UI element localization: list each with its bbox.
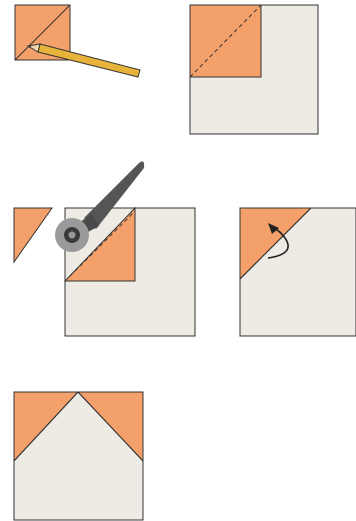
seam-line-step-4 xyxy=(239,207,312,280)
orange-triangle-on-square xyxy=(63,206,136,282)
pencil-lead xyxy=(28,46,31,48)
dashed-stitch-line xyxy=(189,4,262,78)
rotary-cutter-icon xyxy=(55,161,145,252)
right-seam-line xyxy=(77,391,144,462)
step-5-finished-block xyxy=(13,391,144,521)
fold-arrow-curve xyxy=(267,227,289,259)
diagonal-drawn-line xyxy=(14,4,71,61)
curved-arrow-icon xyxy=(267,223,289,259)
step-3-trim xyxy=(13,206,196,337)
cutter-handle xyxy=(84,161,145,229)
trimmed-orange-triangle xyxy=(13,207,53,264)
step-4-press-open xyxy=(239,207,356,337)
dashed-stitch-line-step-3 xyxy=(69,212,134,277)
step-2-placed-square xyxy=(189,4,319,135)
fold-arrow-head xyxy=(268,223,279,234)
pencil-icon xyxy=(26,43,141,78)
cutter-hub-center xyxy=(68,231,76,239)
left-seam-line xyxy=(13,391,79,462)
